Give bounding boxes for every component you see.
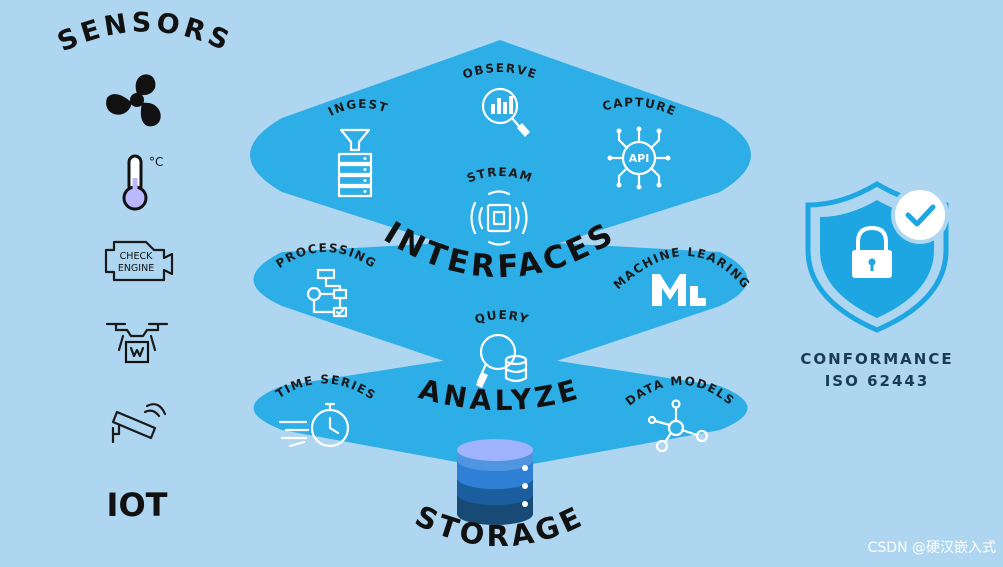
thermometer-unit: °C bbox=[149, 155, 163, 169]
drone-icon bbox=[105, 322, 169, 364]
ingest-funnel-server-icon bbox=[337, 128, 373, 198]
analyze-layer bbox=[253, 240, 748, 380]
check-engine-icon: CHECK ENGINE bbox=[104, 240, 174, 282]
thermometer-icon: °C bbox=[122, 154, 163, 211]
stopwatch-icon bbox=[278, 402, 350, 448]
interfaces-layer bbox=[250, 40, 751, 262]
observe-label: OBSERVE bbox=[461, 61, 540, 82]
storage-layer bbox=[253, 352, 748, 470]
iot-icon: IOT bbox=[107, 486, 168, 524]
check-engine-text-1: CHECK bbox=[120, 251, 153, 262]
database-stack-icon bbox=[457, 439, 533, 525]
sensors-title: SENSORS bbox=[53, 7, 237, 58]
conformance-standard: ISO 62443 bbox=[825, 372, 930, 390]
conformance-title: CONFORMANCE bbox=[800, 350, 953, 368]
query-label: QUERY bbox=[473, 308, 531, 327]
stream-label: STREAM bbox=[465, 165, 535, 186]
query-database-magnifier-icon bbox=[476, 333, 528, 388]
iot-text: IOT bbox=[107, 486, 168, 524]
api-text: API bbox=[629, 152, 650, 165]
processing-flowchart-icon bbox=[306, 268, 348, 318]
api-chip-icon: API bbox=[607, 126, 671, 190]
stream-signal-icon bbox=[470, 190, 528, 246]
fan-icon bbox=[106, 74, 161, 127]
network-nodes-icon bbox=[647, 399, 709, 453]
watermark: CSDN @硬汉嵌入式 bbox=[868, 540, 996, 556]
shield-lock-check-icon bbox=[805, 181, 949, 333]
observe-magnifier-chart-icon bbox=[481, 87, 530, 137]
check-engine-text-2: ENGINE bbox=[118, 263, 154, 274]
security-camera-icon bbox=[111, 403, 167, 444]
ml-logo-icon bbox=[652, 274, 706, 306]
